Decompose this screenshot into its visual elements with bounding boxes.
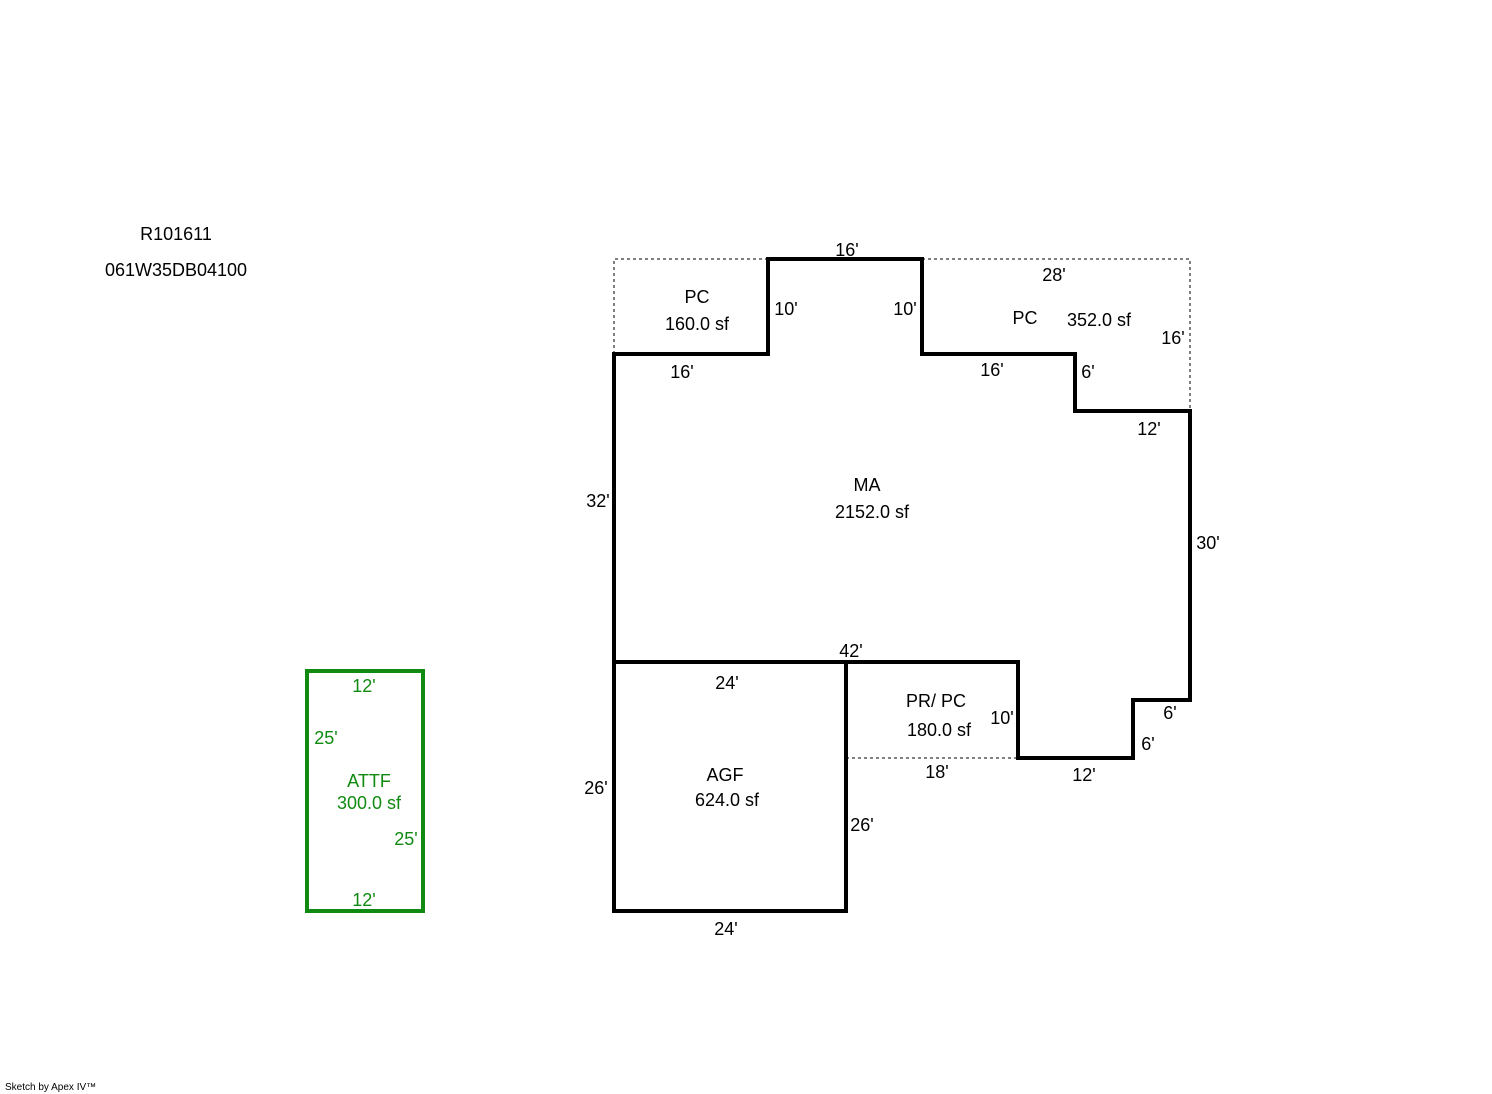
- map-number: 061W35DB04100: [105, 260, 247, 280]
- dim-pr-18: 18': [925, 762, 948, 782]
- pc-left-code: PC: [684, 287, 709, 307]
- dim-agf-bottom-24: 24': [714, 919, 737, 939]
- dim-notch-6b: 6': [1141, 734, 1154, 754]
- dim-step-6: 6': [1081, 362, 1094, 382]
- dim-attf-left-25: 25': [314, 728, 337, 748]
- pc-left-outline: [613, 258, 768, 354]
- footer-credit: Sketch by Apex IV™: [5, 1082, 96, 1093]
- dim-left-16: 16': [670, 362, 693, 382]
- dim-top-16: 16': [835, 240, 858, 260]
- dim-left-26: 26': [584, 778, 607, 798]
- main-structure-outline: [612, 257, 1192, 913]
- agf-code: AGF: [706, 765, 743, 785]
- dim-attf-right-25: 25': [394, 829, 417, 849]
- dim-step-12: 12': [1137, 419, 1160, 439]
- dim-attf-top-12: 12': [352, 676, 375, 696]
- pc-right-code: PC: [1012, 308, 1037, 328]
- ma-area: 2152.0 sf: [835, 502, 910, 522]
- dim-right-30: 30': [1196, 533, 1219, 553]
- dim-agf-top-24: 24': [715, 673, 738, 693]
- pc-right-area: 352.0 sf: [1067, 310, 1132, 330]
- attf-outline: [305, 669, 425, 913]
- dim-mid-16: 16': [980, 360, 1003, 380]
- dim-left-32: 32': [586, 491, 609, 511]
- dim-mid-42: 42': [839, 641, 862, 661]
- dim-notch-6a: 6': [1163, 703, 1176, 723]
- ma-code: MA: [854, 475, 881, 495]
- agf-area: 624.0 sf: [695, 790, 760, 810]
- pr-pc-code: PR/ PC: [906, 691, 966, 711]
- dim-bottom-12: 12': [1072, 765, 1095, 785]
- pc-left-area: 160.0 sf: [665, 314, 730, 334]
- dim-attf-bottom-12: 12': [352, 890, 375, 910]
- dim-pr-10: 10': [990, 708, 1013, 728]
- dim-agf-right-26: 26': [850, 815, 873, 835]
- dim-top-28: 28': [1042, 265, 1065, 285]
- parcel-id: R101611: [140, 224, 212, 244]
- dim-pc-left-10: 10': [774, 299, 797, 319]
- dim-pc-mid-10: 10': [893, 299, 916, 319]
- pr-pc-area: 180.0 sf: [907, 720, 972, 740]
- attf-area: 300.0 sf: [337, 793, 402, 813]
- attf-code: ATTF: [347, 771, 391, 791]
- dim-right-16: 16': [1161, 328, 1184, 348]
